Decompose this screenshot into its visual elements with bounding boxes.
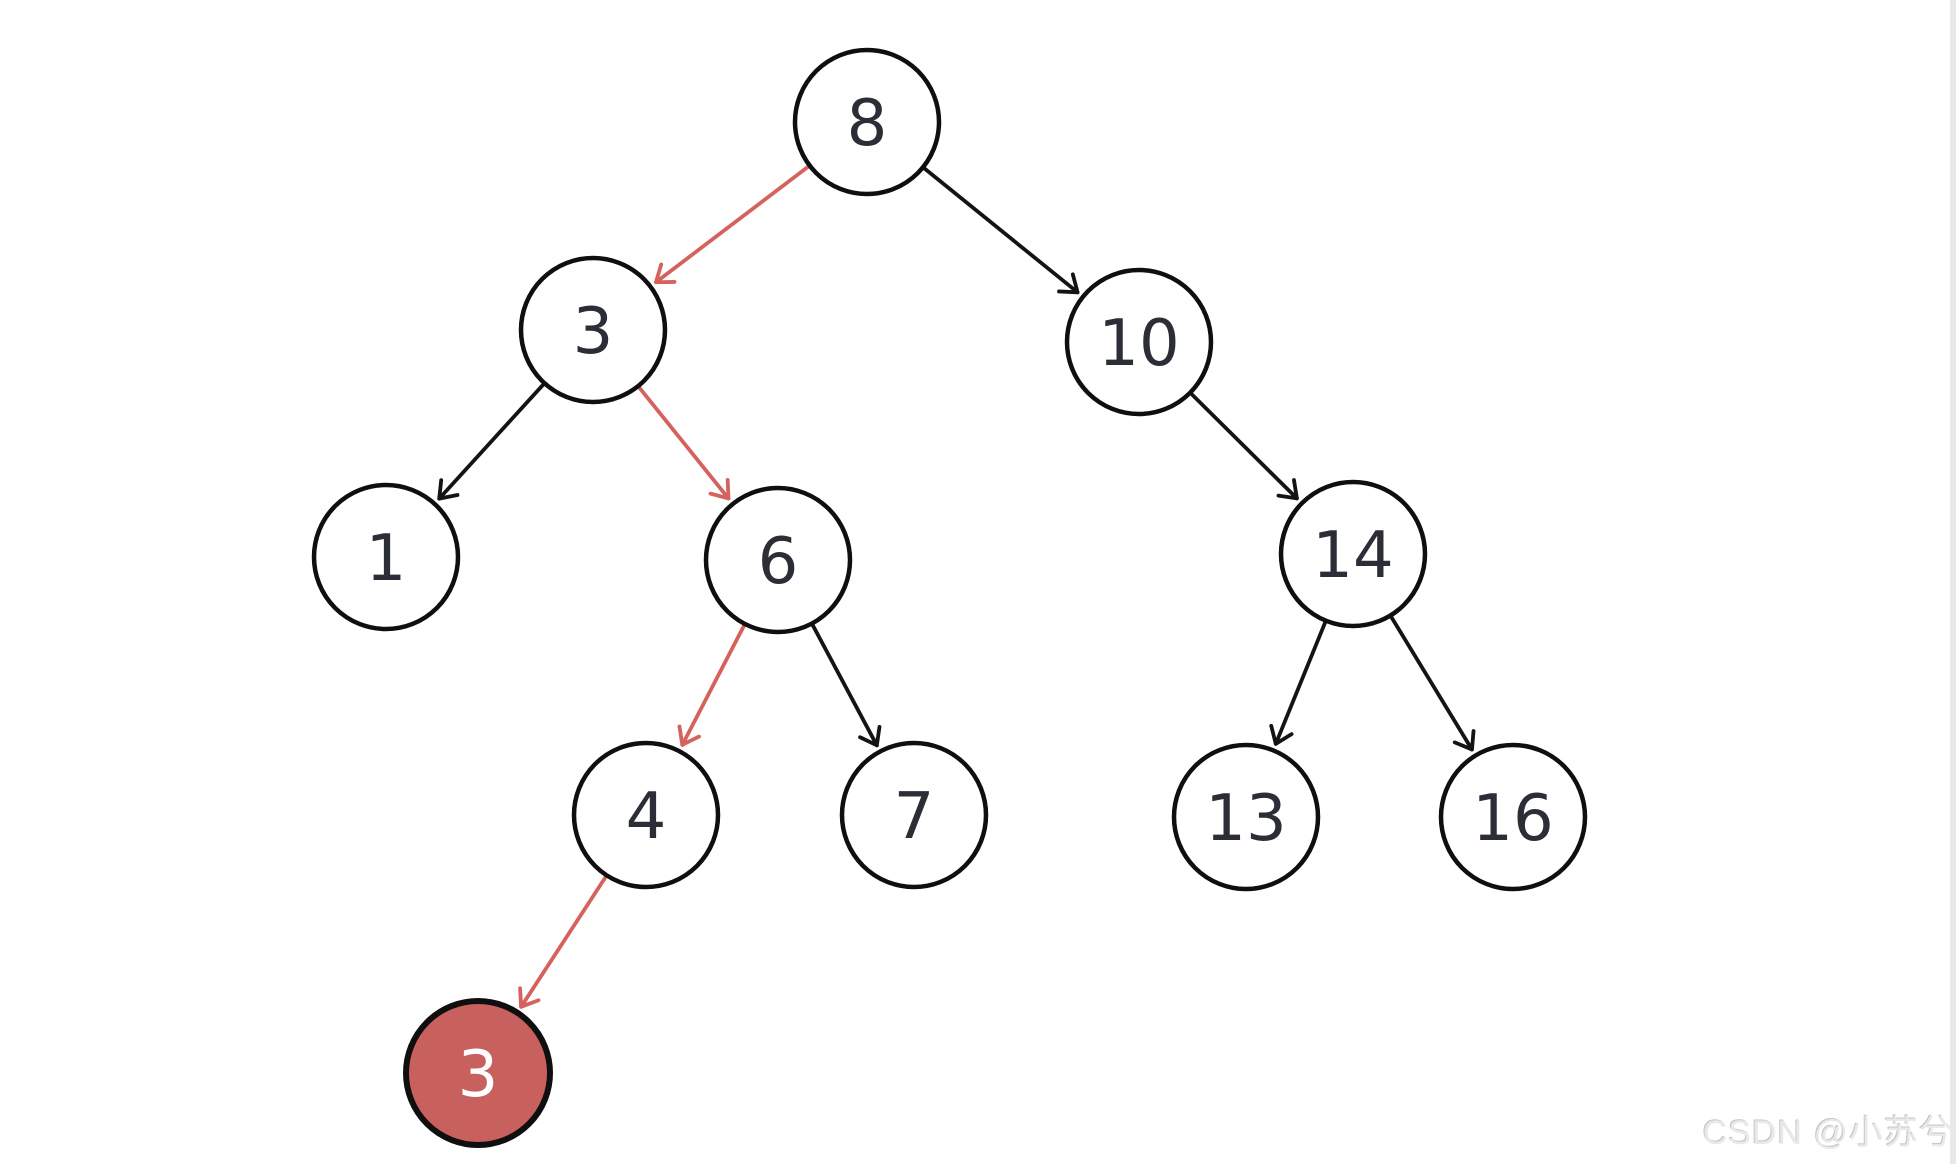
node-circle — [1278, 479, 1428, 629]
node-circle — [1438, 742, 1588, 892]
node-value-label: 3 — [573, 295, 614, 369]
node-value-label: 1 — [366, 522, 407, 596]
node-circle — [839, 740, 989, 890]
node-value-label: 7 — [894, 780, 935, 854]
node-value-label: 14 — [1312, 519, 1393, 593]
insert-path-edge — [637, 385, 731, 501]
page-edge-strip — [1950, 0, 1956, 1164]
tree-edge — [1389, 615, 1476, 752]
tree-node: 8 — [792, 47, 942, 197]
node-circle — [792, 47, 942, 197]
tree-edge — [1269, 620, 1328, 746]
node-circle — [703, 485, 853, 635]
insert-path-edge — [654, 164, 810, 285]
tree-node: 3 — [518, 255, 668, 405]
node-value-label: 6 — [758, 525, 799, 599]
tree-edge — [922, 166, 1080, 295]
insert-path-edge — [518, 875, 608, 1009]
node-circle — [403, 998, 553, 1148]
tree-node: 14 — [1278, 479, 1428, 629]
tree-node: 4 — [571, 740, 721, 890]
tree-node: 10 — [1064, 267, 1214, 417]
insert-path-edge — [677, 623, 746, 747]
node-value-label: 16 — [1472, 782, 1553, 856]
node-value-label: 4 — [626, 780, 667, 854]
node-value-label: 10 — [1098, 307, 1179, 381]
node-circle — [1064, 267, 1214, 417]
inserted-node: 3 — [403, 998, 553, 1148]
tree-edge — [437, 382, 546, 501]
tree-node: 6 — [703, 485, 853, 635]
node-value-label: 3 — [458, 1038, 499, 1112]
node-circle — [571, 740, 721, 890]
node-value-label: 8 — [847, 87, 888, 161]
csdn-watermark: CSDN @小苏兮 — [1702, 1114, 1954, 1152]
tree-node: 13 — [1171, 742, 1321, 892]
tree-node: 7 — [839, 740, 989, 890]
node-circle — [311, 482, 461, 632]
tree-edge — [1189, 392, 1299, 501]
node-value-label: 13 — [1205, 782, 1286, 856]
tree-node: 16 — [1438, 742, 1588, 892]
tree-edge — [810, 623, 882, 748]
tree-node: 1 — [311, 482, 461, 632]
node-circle — [1171, 742, 1321, 892]
node-circle — [518, 255, 668, 405]
